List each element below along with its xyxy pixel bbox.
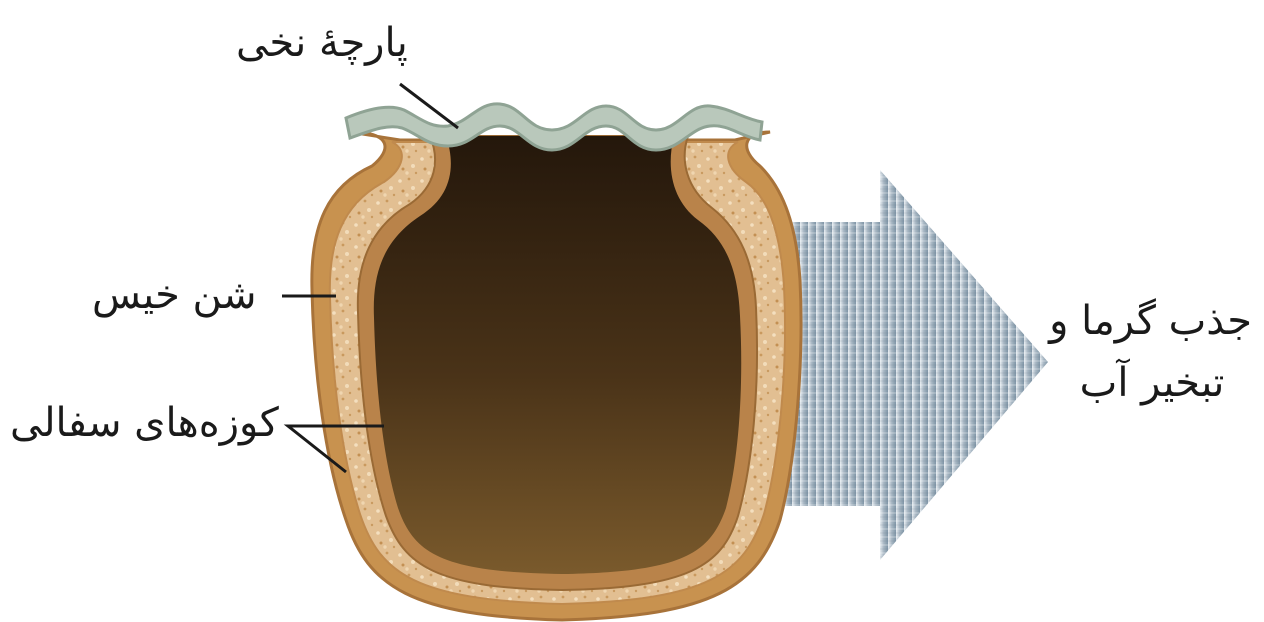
wet-sand-label: شن خیس bbox=[92, 272, 256, 318]
heat-absorption-label-line1: جذب گرما و bbox=[1052, 290, 1252, 352]
heat-absorption-label: جذب گرما و تبخیر آب bbox=[1052, 290, 1252, 414]
heat-evaporation-arrow bbox=[760, 170, 1048, 560]
arrow-shape bbox=[760, 170, 1048, 560]
cotton-cloth-label: پارچهٔ نخی bbox=[236, 20, 408, 66]
heat-absorption-label-line2: تبخیر آب bbox=[1052, 352, 1252, 414]
clay-pots-label: کوزه‌های سفالی bbox=[10, 400, 279, 446]
